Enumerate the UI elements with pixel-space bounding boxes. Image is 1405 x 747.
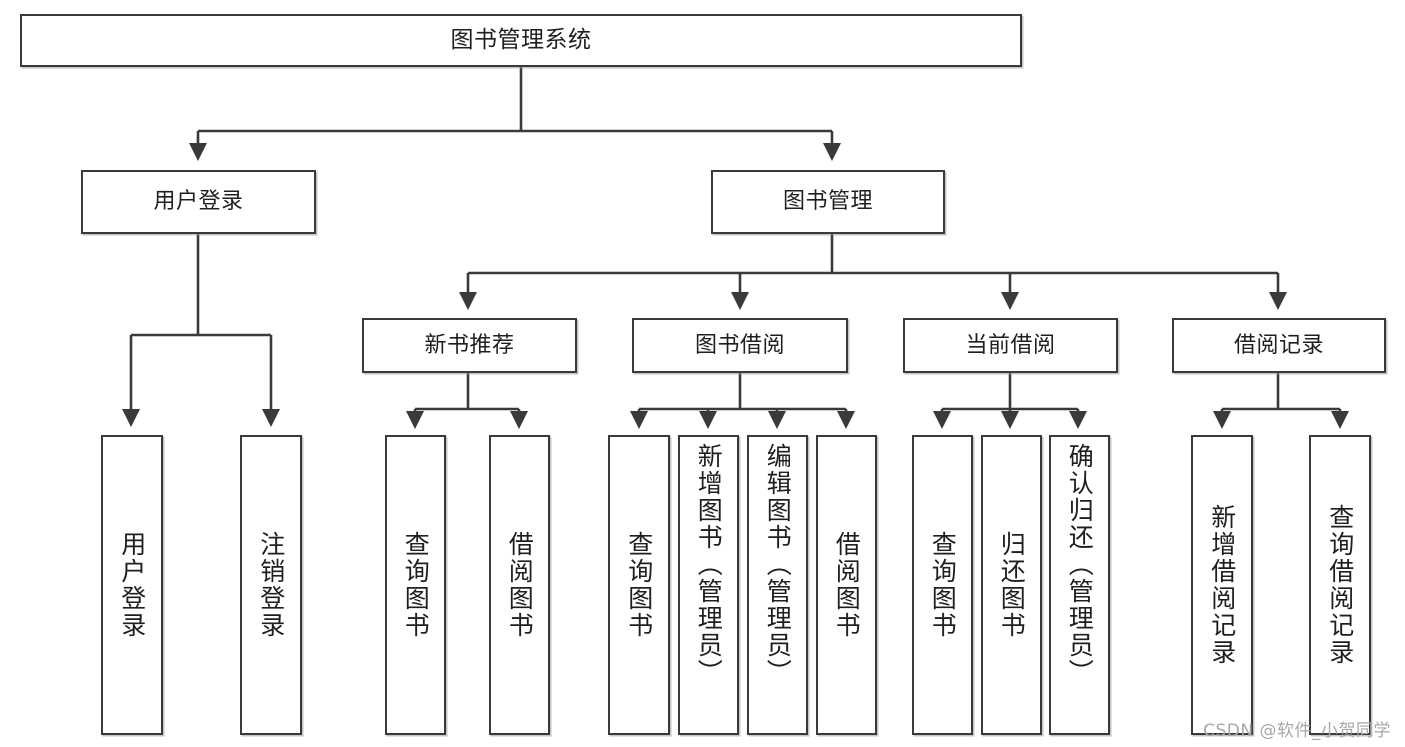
node-root[interactable]: 图书管理系统 (20, 14, 1022, 67)
leaf-logout-login[interactable]: 注销登录 (240, 435, 302, 735)
leaf-user-login[interactable]: 用户登录 (101, 435, 163, 735)
node-borrow-record-label: 借阅记录 (1233, 332, 1324, 358)
leaf-return-book-label: 归还图书 (997, 531, 1027, 639)
node-book-borrow[interactable]: 图书借阅 (632, 318, 848, 373)
leaf-borrow-book-2-label: 借阅图书 (832, 531, 862, 639)
leaf-edit-book[interactable]: 编辑图书（管理员） (747, 435, 808, 735)
leaf-confirm-return-label: 确认归还（管理员） (1065, 443, 1095, 686)
node-user-login[interactable]: 用户登录 (81, 170, 316, 234)
node-current-borrow[interactable]: 当前借阅 (903, 318, 1118, 373)
leaf-add-record-label: 新增借阅记录 (1207, 504, 1237, 666)
leaf-query-book-3-label: 查询图书 (928, 531, 958, 639)
leaf-query-book-3[interactable]: 查询图书 (912, 435, 973, 735)
leaf-query-book-1-label: 查询图书 (401, 531, 431, 639)
leaf-query-record[interactable]: 查询借阅记录 (1309, 435, 1371, 735)
node-user-login-label: 用户登录 (153, 189, 244, 215)
leaf-borrow-book-1-label: 借阅图书 (505, 531, 535, 639)
leaf-user-login-label: 用户登录 (117, 531, 147, 639)
leaf-add-book-label: 新增图书（管理员） (694, 443, 724, 686)
leaf-logout-login-label: 注销登录 (256, 531, 286, 639)
leaf-edit-book-label: 编辑图书（管理员） (763, 443, 793, 686)
node-borrow-record[interactable]: 借阅记录 (1172, 318, 1386, 373)
csdn-watermark: CSDN @软件_小贺同学 (1203, 721, 1391, 741)
node-book-manage[interactable]: 图书管理 (711, 170, 945, 234)
leaf-query-book-2[interactable]: 查询图书 (608, 435, 670, 735)
node-new-book-recommend-label: 新书推荐 (424, 332, 515, 358)
leaf-borrow-book-2[interactable]: 借阅图书 (816, 435, 877, 735)
leaf-borrow-book-1[interactable]: 借阅图书 (489, 435, 550, 735)
leaf-query-book-1[interactable]: 查询图书 (385, 435, 446, 735)
leaf-add-record[interactable]: 新增借阅记录 (1191, 435, 1253, 735)
leaf-confirm-return[interactable]: 确认归还（管理员） (1049, 435, 1110, 735)
node-new-book-recommend[interactable]: 新书推荐 (362, 318, 577, 373)
leaf-query-book-2-label: 查询图书 (624, 531, 654, 639)
leaf-add-book[interactable]: 新增图书（管理员） (678, 435, 739, 735)
leaf-return-book[interactable]: 归还图书 (981, 435, 1042, 735)
leaf-query-record-label: 查询借阅记录 (1325, 504, 1355, 666)
node-book-manage-label: 图书管理 (782, 189, 873, 215)
node-current-borrow-label: 当前借阅 (965, 332, 1056, 358)
node-book-borrow-label: 图书借阅 (694, 332, 785, 358)
node-root-label: 图书管理系统 (450, 26, 592, 53)
